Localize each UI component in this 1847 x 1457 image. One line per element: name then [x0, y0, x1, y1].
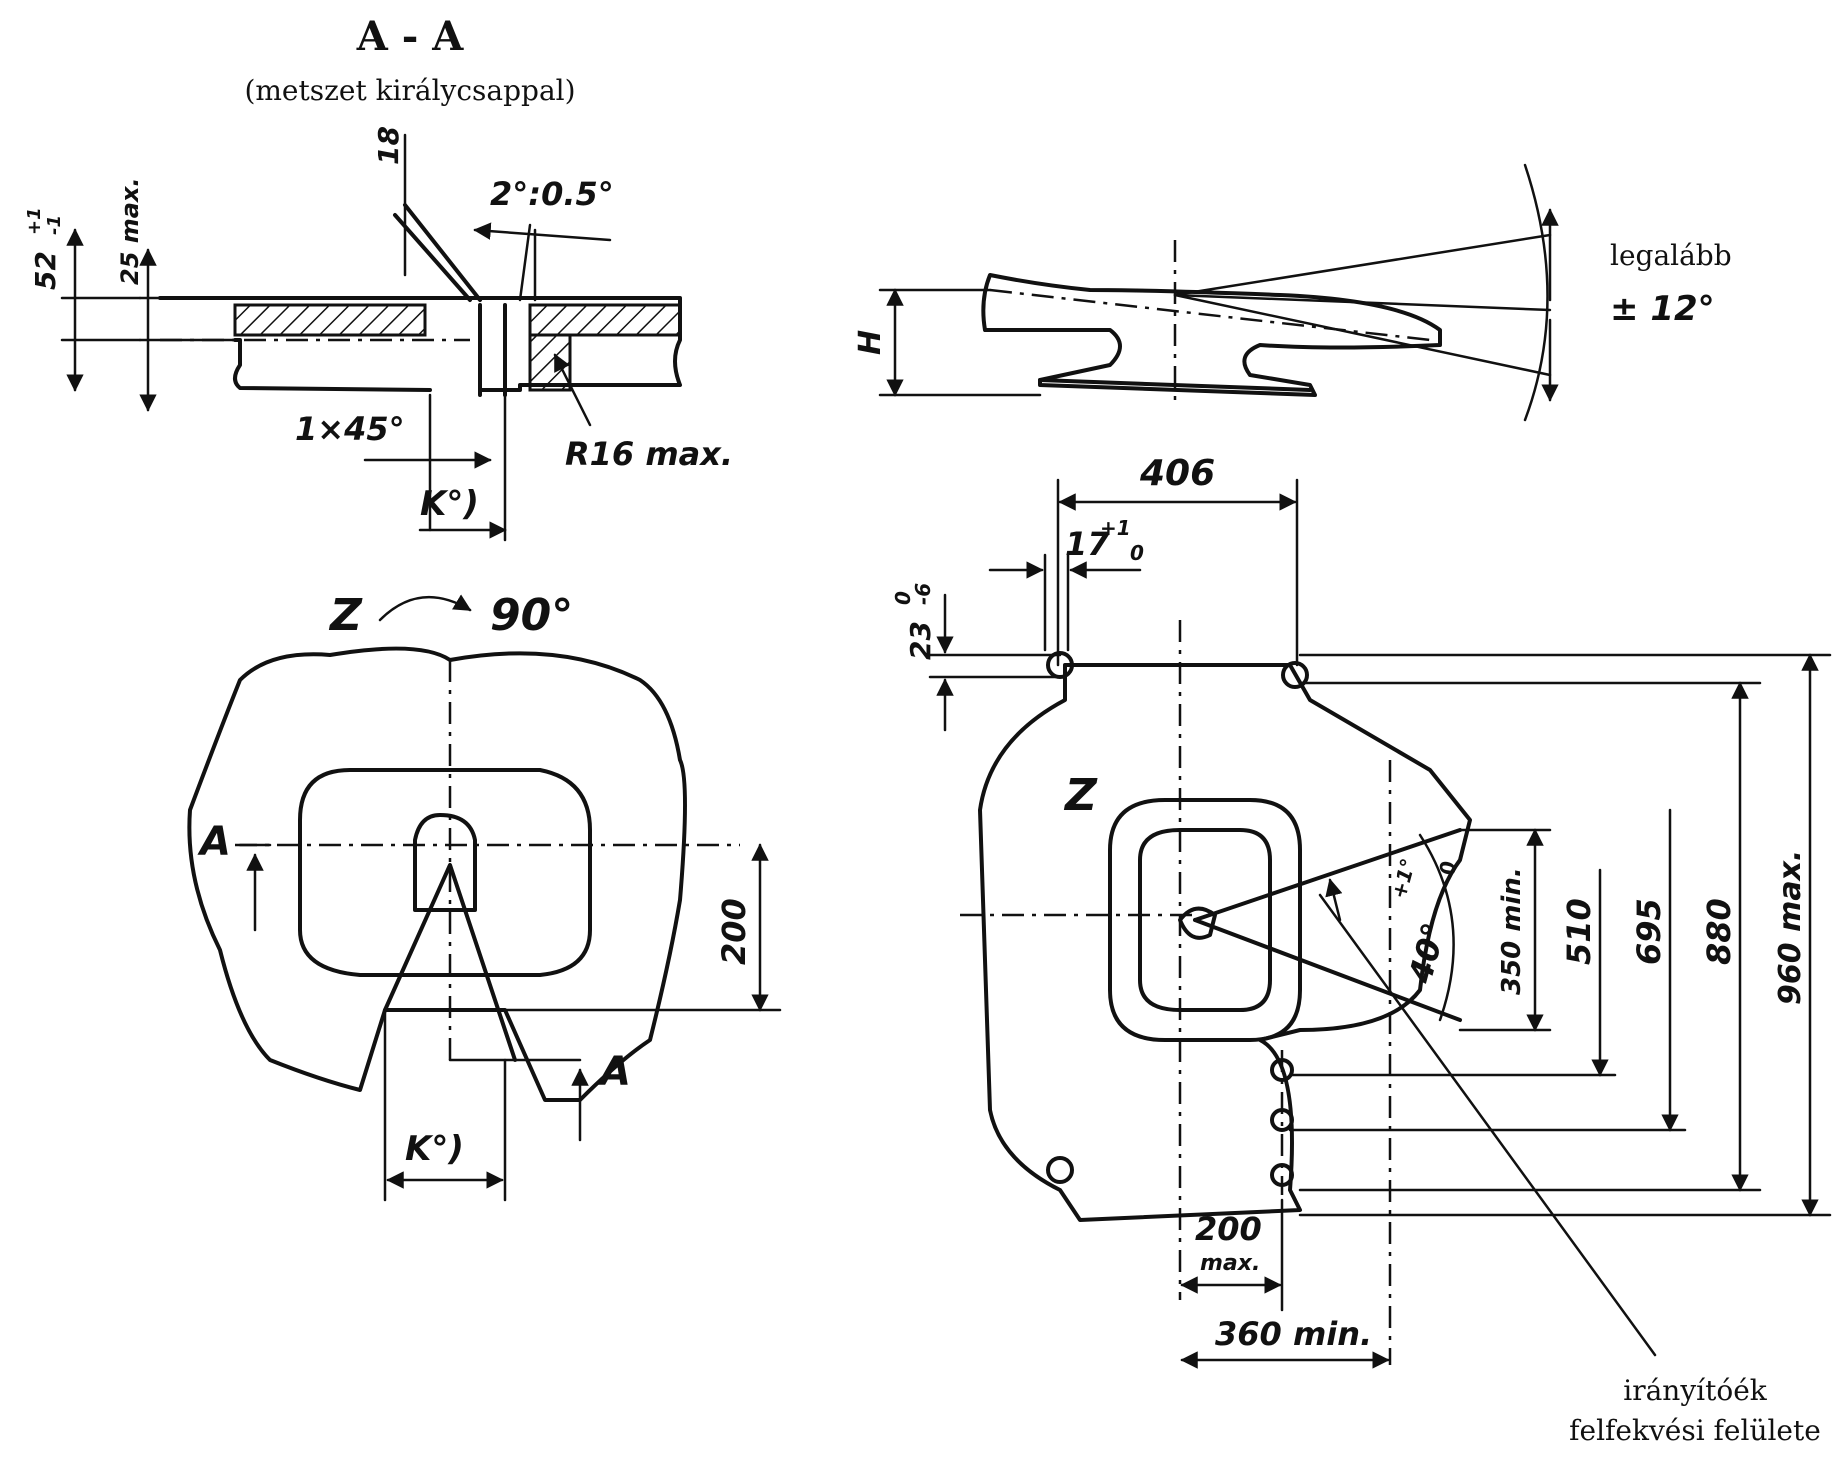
- dim-23-tol-upper: 0: [891, 591, 915, 605]
- dim-406-label: 406: [1139, 453, 1215, 494]
- plan-left-slot: [413, 813, 477, 912]
- dim-k-label-top: K°): [420, 484, 479, 524]
- dim-200max-max: max.: [1200, 1251, 1260, 1276]
- dim-200-label: 200: [715, 898, 753, 965]
- dim-17-tol-lower: 0: [1130, 541, 1144, 565]
- plan-view-right: Z 406 17 +1 0 23 0 -6 40° +1° 0 350 min.: [891, 453, 1832, 1447]
- dim-880-label: 880: [1700, 898, 1738, 965]
- dim-960max-label: 960 max.: [1773, 850, 1808, 1005]
- label-A-right: A: [597, 1049, 631, 1095]
- plan-left-outline: [187, 646, 687, 1102]
- plan-right-inner-inner: [1138, 828, 1272, 1012]
- dim-23-tol-lower: -6: [911, 583, 935, 605]
- bolt-hole-bottom-left: [1046, 1156, 1074, 1184]
- label-Z-right: Z: [1063, 770, 1098, 821]
- bolt-hole-top-right: [1281, 661, 1309, 689]
- section-subtitle: (metszet királycsappal): [244, 74, 575, 107]
- side-view-body: [981, 273, 1442, 397]
- kingpin-hatched: [528, 333, 572, 392]
- dim-H-label: H: [853, 330, 888, 355]
- dim-18-label: 18: [372, 126, 405, 165]
- plate-hatched-right: [528, 303, 682, 337]
- section-title: A - A: [356, 13, 464, 60]
- dim-17-tol-upper: +1: [1100, 516, 1131, 540]
- plan-right-outline: [978, 663, 1472, 1222]
- dim-17-label: 17: [1065, 525, 1110, 563]
- dim-25max-label: 25 max.: [116, 177, 144, 285]
- plan-left-inner-rect: [298, 768, 592, 977]
- plate-outline: [158, 296, 682, 392]
- dim-radius-label: R16 max.: [565, 435, 733, 473]
- dim-40-tol-upper: +1°: [1387, 856, 1421, 902]
- guide-label-line1: irányítóék: [1623, 1374, 1768, 1407]
- section-a-a: A - A (metszet királycsappal) 52 +1 -1 2…: [24, 13, 733, 542]
- label-Z-left: Z: [328, 590, 363, 641]
- dim-52-label: 52: [29, 251, 62, 290]
- dim-40-label: 40°: [1401, 919, 1454, 988]
- dim-52-tol-lower: -1: [44, 215, 65, 235]
- label-legalabb: legalább: [1610, 239, 1732, 272]
- side-view: H legalább ± 12°: [853, 163, 1732, 422]
- dim-52-tol-upper: +1: [24, 207, 45, 235]
- label-A-left: A: [197, 819, 231, 865]
- plate-hatched-left: [233, 303, 427, 337]
- dim-40-tol-lower: 0: [1436, 861, 1460, 875]
- dim-angle-label: 2°:0.5°: [490, 175, 614, 213]
- dim-695-label: 695: [1630, 898, 1668, 965]
- guide-leader-line: [1318, 893, 1657, 1357]
- dim-510-label: 510: [1560, 898, 1598, 965]
- label-pm12: ± 12°: [1610, 289, 1715, 329]
- dim-360min-label: 360 min.: [1215, 1315, 1372, 1353]
- plan-right-inner-outer: [1108, 798, 1302, 1042]
- dim-23-label: 23: [904, 621, 937, 660]
- dim-k-label-bottom: K°): [405, 1129, 464, 1169]
- dim-200max-label: 200: [1195, 1210, 1262, 1248]
- guide-label-line2: felfekvési felülete: [1569, 1414, 1821, 1447]
- plan-left-wedge: [383, 863, 517, 1062]
- label-rot90: 90°: [490, 590, 573, 641]
- plan-view-left: Z 90° A A 200 K°): [187, 590, 782, 1202]
- dim-350min-label: 350 min.: [1497, 867, 1527, 995]
- dim-chamfer-label: 1×45°: [295, 410, 405, 448]
